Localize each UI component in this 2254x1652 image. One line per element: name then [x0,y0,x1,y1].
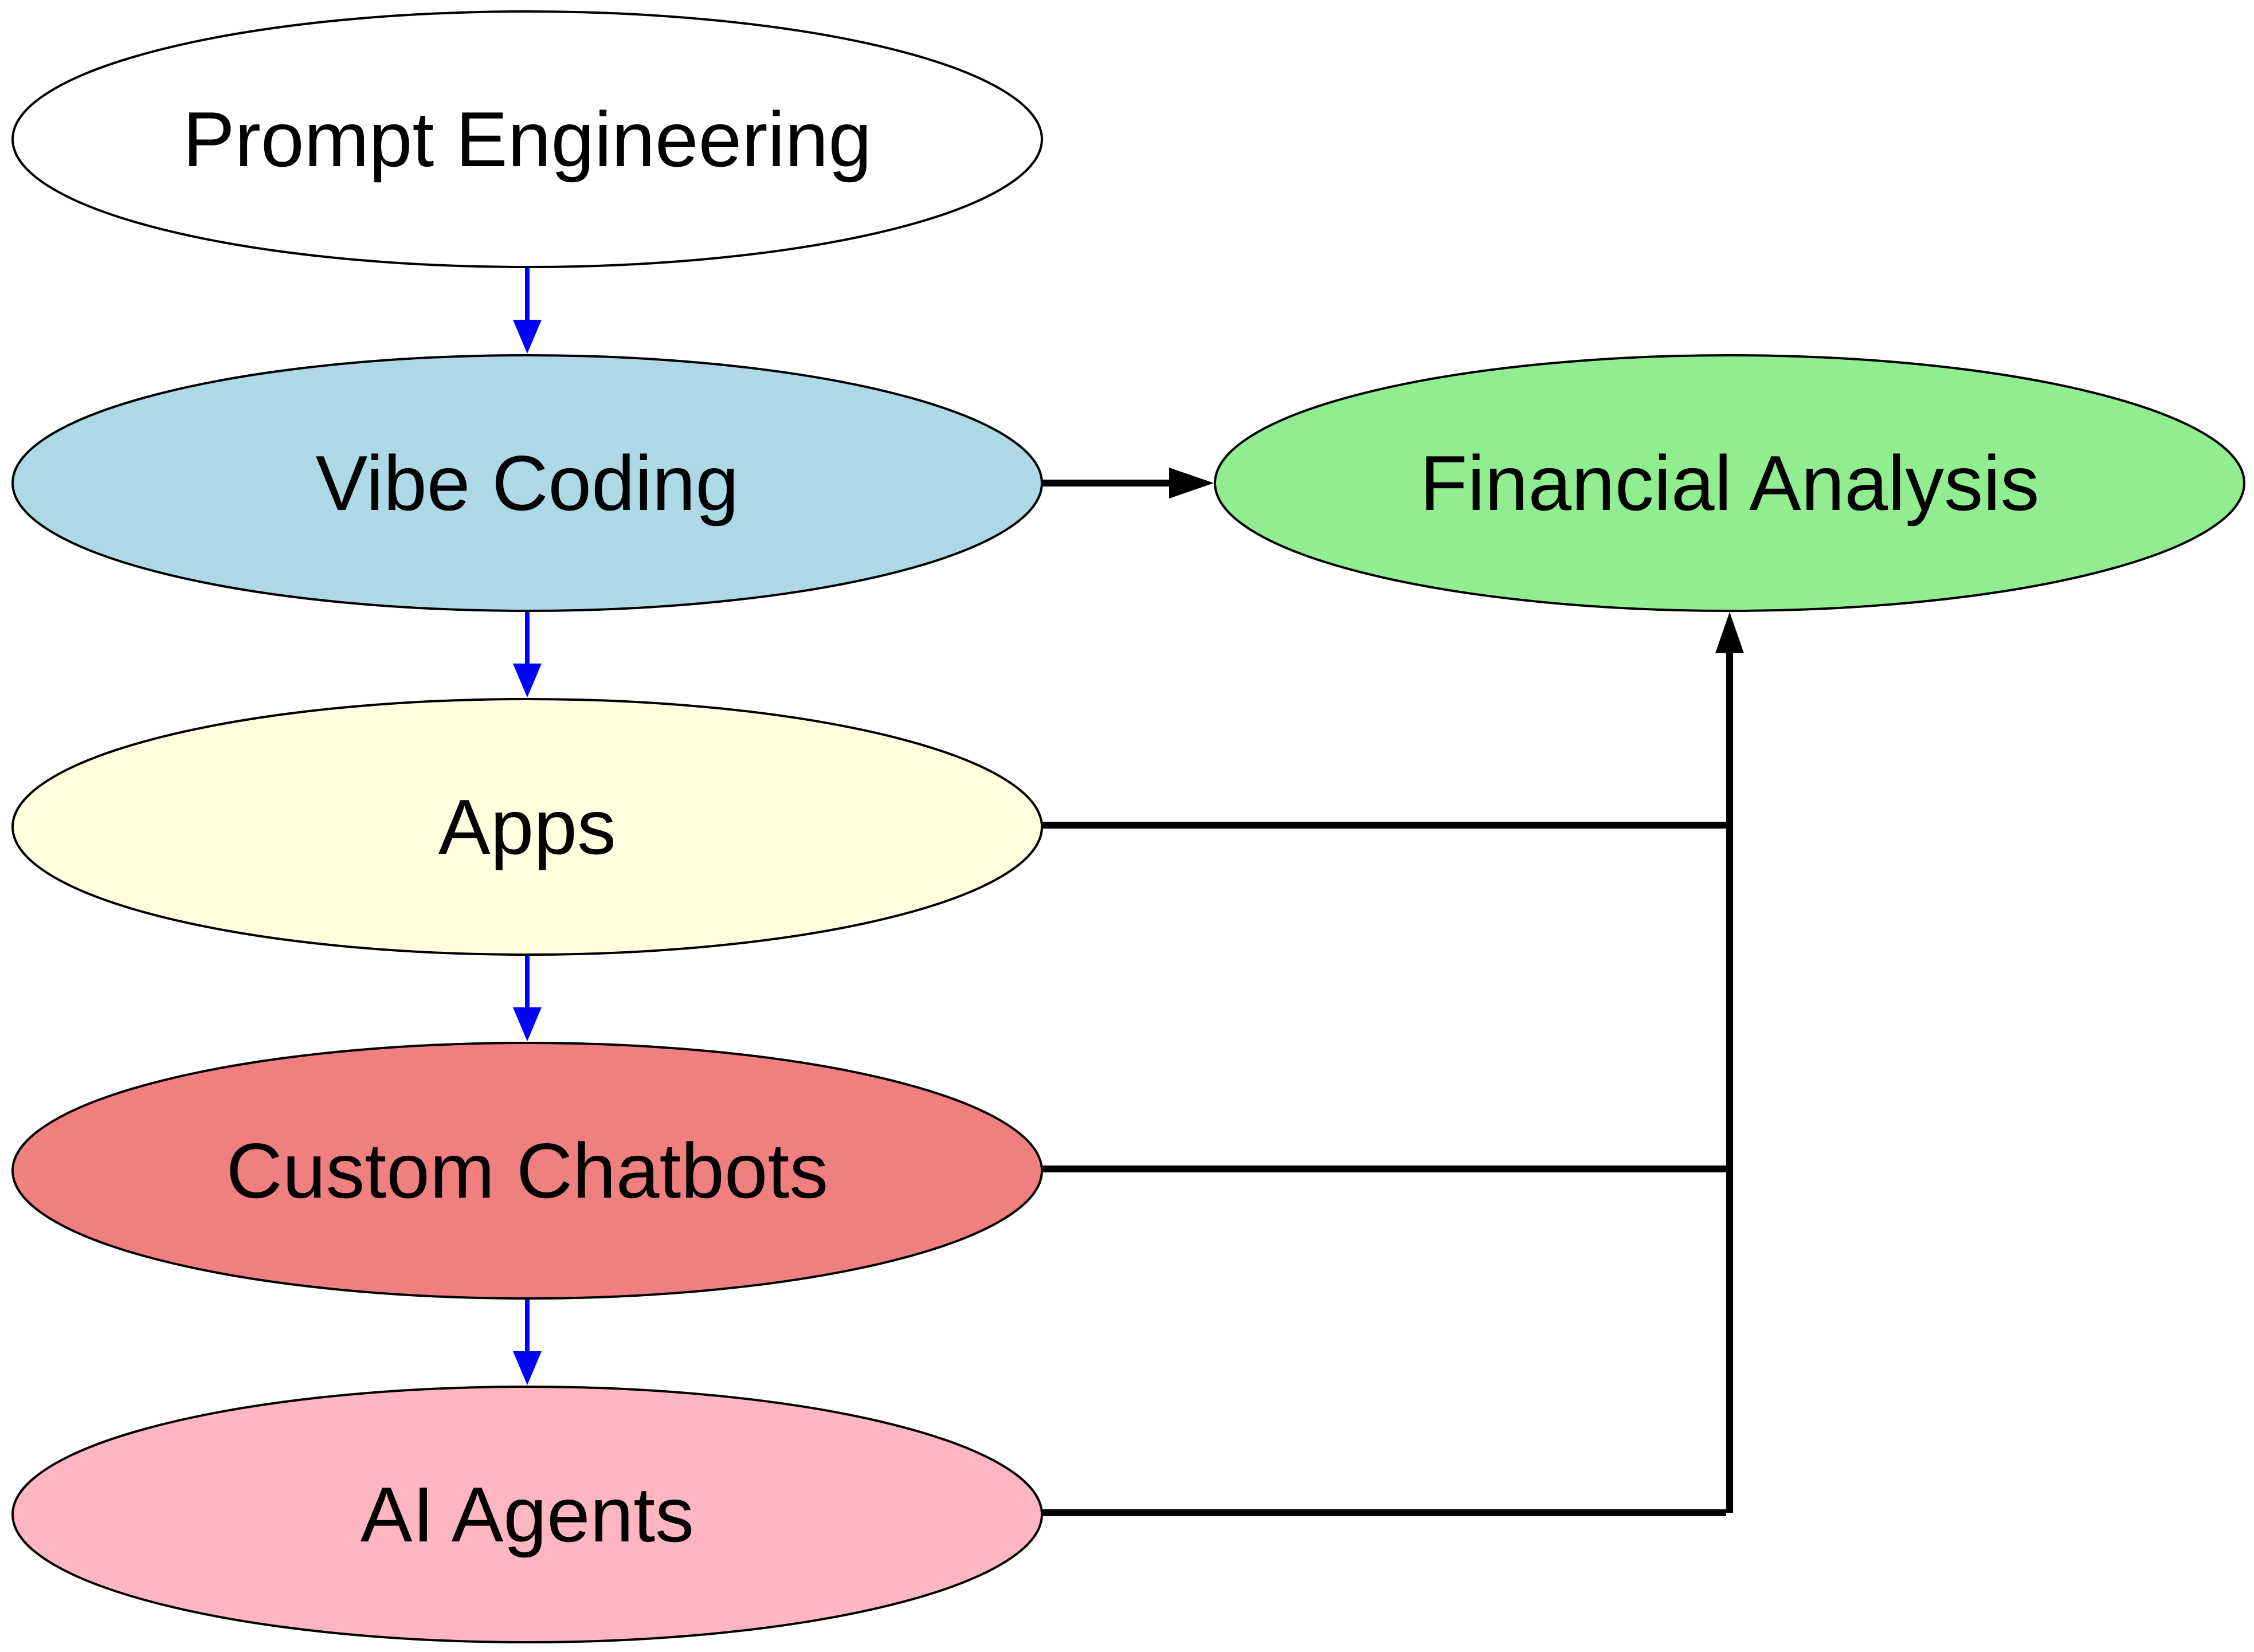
node-label-financial-analysis: Financial Analysis [1420,440,2040,527]
node-label-vibe-coding: Vibe Coding [316,440,739,527]
node-apps: Apps [11,698,1043,956]
node-prompt-engineering: Prompt Engineering [11,10,1043,268]
edge-apps-to-custom-chatbots [512,956,542,1042]
node-custom-chatbots: Custom Chatbots [11,1042,1043,1300]
node-label-custom-chatbots: Custom Chatbots [226,1127,829,1214]
edge-merge-trunk [1715,612,1744,1513]
edge-prompt-engineering-to-vibe-coding [512,268,542,354]
node-label-apps: Apps [438,783,616,870]
edge-vibe-coding-to-apps [512,612,542,698]
edge-custom-chatbots-to-ai-agents [512,1300,542,1386]
node-financial-analysis: Financial Analysis [1214,354,2245,612]
node-ai-agents: AI Agents [11,1386,1043,1643]
node-label-ai-agents: AI Agents [360,1471,694,1558]
node-label-prompt-engineering: Prompt Engineering [183,96,872,183]
edge-vibe-coding-to-financial-analysis [1042,468,1214,499]
node-vibe-coding: Vibe Coding [11,354,1043,612]
